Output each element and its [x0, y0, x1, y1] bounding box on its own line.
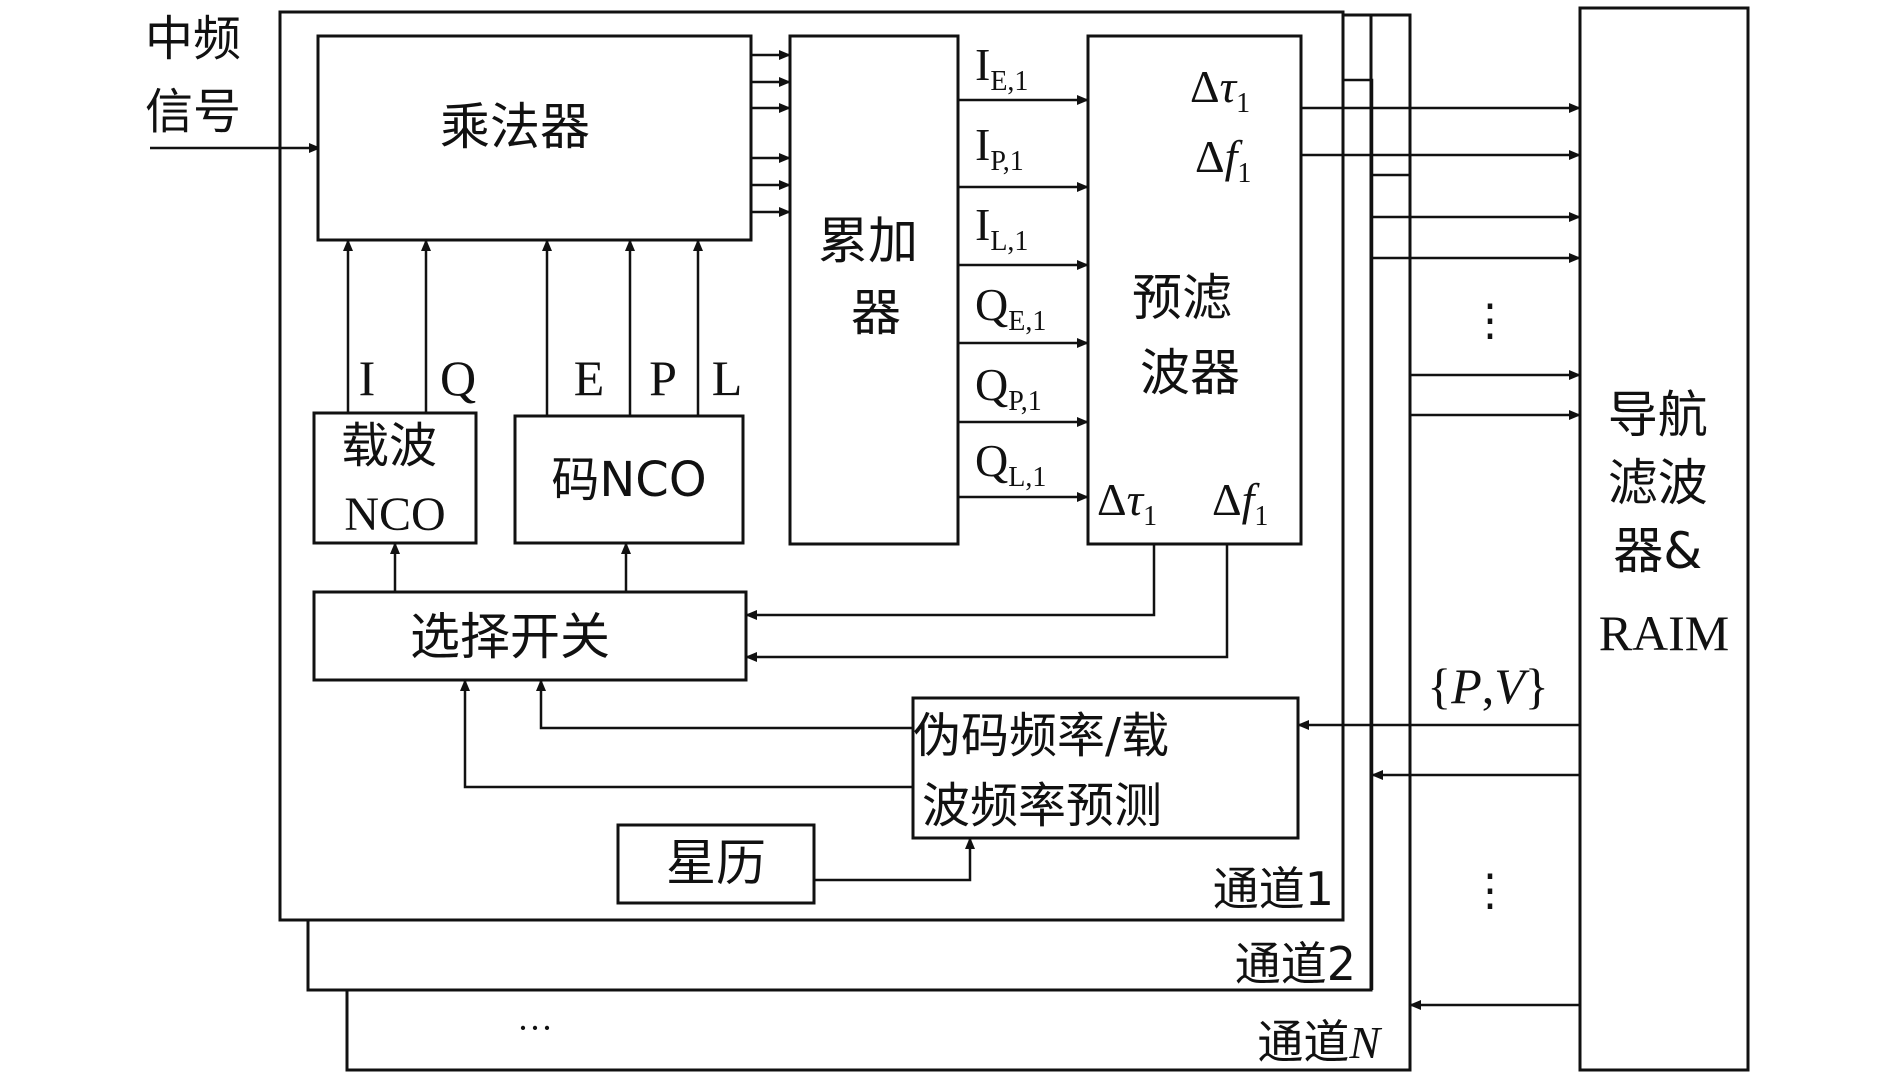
signal-label-q: Q — [440, 350, 476, 406]
prefilter-in-df: Δf1 — [1212, 474, 1268, 532]
carrier-nco-label: 载波 NCO — [341, 418, 449, 541]
ephemeris-label: 星历 — [666, 834, 766, 892]
channel-n-output-bracket — [1371, 173, 1412, 1070]
predictor-block — [911, 696, 1300, 840]
signal-label-ip1: IP,1 — [975, 119, 1024, 177]
code-nco-label: 码NCO — [551, 452, 706, 508]
accumulator-label: 累加 器 — [818, 212, 934, 342]
channel-n-label: 通道N — [1257, 1015, 1382, 1069]
signal-label-ie1: IE,1 — [975, 39, 1028, 97]
prefilter-out-dtau: Δτ1 — [1190, 61, 1250, 119]
ephemeris-block — [616, 823, 816, 905]
multiplier-block — [316, 34, 753, 242]
arrow-ephemeris-to-predictor — [814, 837, 975, 882]
signal-label-ql1: QL,1 — [975, 435, 1046, 493]
channel-n-more: ··· — [517, 1008, 553, 1048]
selector-switch-block — [312, 590, 748, 682]
arrow-df-to-selector — [745, 544, 1229, 662]
signal-label-i: I — [359, 350, 376, 406]
predictor-label: 伪码频率/载 波频率预测 — [913, 708, 1184, 834]
channel-2-label: 通道2 — [1235, 937, 1356, 991]
channel-1-label: 通道1 — [1213, 862, 1334, 916]
arrow-predictor-to-selector-2 — [460, 679, 913, 789]
nav-filter-raim-block — [1578, 6, 1750, 1072]
multiplier-outputs — [751, 50, 791, 217]
prefilter-out-df: Δf1 — [1195, 131, 1251, 189]
carrier-nco-block — [312, 411, 478, 545]
arrow-predictor-to-selector-1 — [536, 679, 913, 730]
accumulator-outputs — [958, 95, 1089, 502]
signal-label-il1: IL,1 — [975, 199, 1028, 257]
input-signal-label: 中频 信号 — [145, 11, 256, 140]
signal-label-l: L — [712, 350, 743, 406]
signal-label-qe1: QE,1 — [975, 279, 1046, 337]
arrow-dtau-to-selector — [745, 544, 1156, 620]
accumulator-block — [788, 34, 960, 546]
signal-label-e: E — [574, 350, 605, 406]
multiplier-label: 乘法器 — [440, 98, 590, 156]
prefilter-label: 预滤 波器 — [1132, 269, 1248, 402]
vdots-upper: ⋮ — [1468, 296, 1512, 345]
signal-label-qp1: QP,1 — [975, 359, 1042, 417]
prefilter-in-dtau: Δτ1 — [1097, 474, 1157, 532]
prefilter-block — [1086, 34, 1303, 546]
signal-label-p: P — [649, 350, 677, 406]
pv-label: {P,V} — [1427, 658, 1549, 714]
nav-filter-raim-label: 导航 滤波 器& RAIM — [1599, 386, 1730, 661]
selector-switch-label: 选择开关 — [410, 608, 610, 666]
vdots-lower: ⋮ — [1468, 866, 1512, 915]
channel-2-output-bracket — [1343, 78, 1374, 990]
